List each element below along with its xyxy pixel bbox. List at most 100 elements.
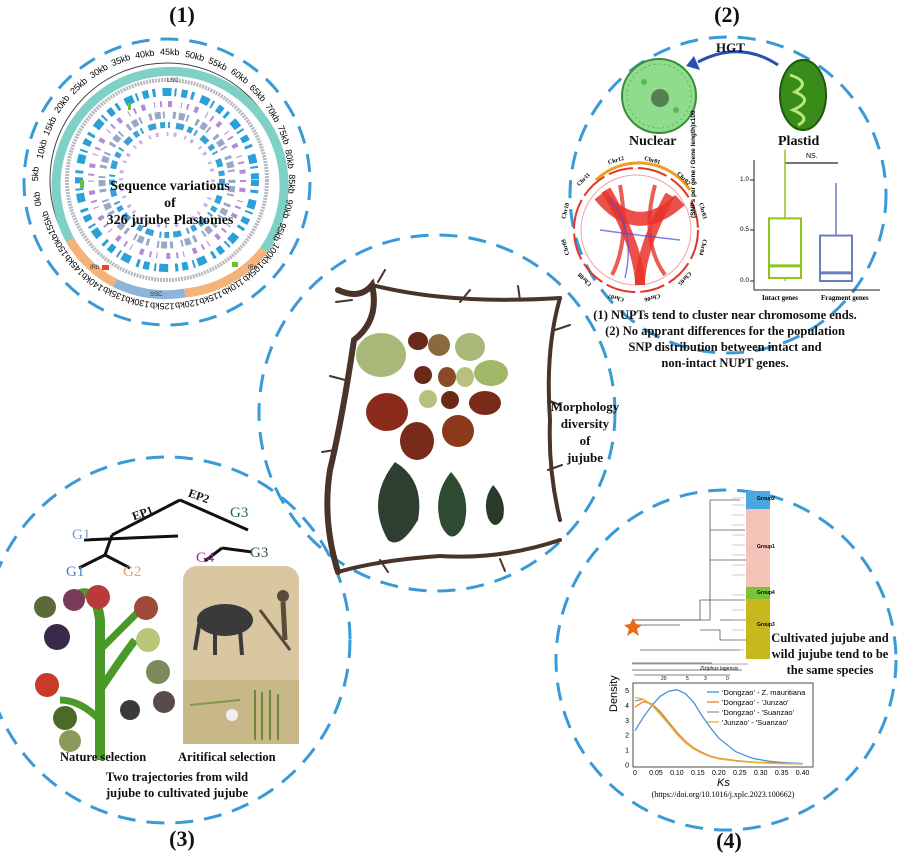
tree-axis-3: 3 — [704, 676, 707, 682]
panel3-number: (3) — [169, 826, 195, 851]
group2-label: Group2 — [757, 496, 775, 502]
density-xtick-4: 0.20 — [712, 770, 726, 777]
boxplot-ytick-0: 0.0 — [740, 277, 750, 284]
outgroup-label: Ziziphus lagensis — [700, 666, 739, 672]
ssc-segment — [113, 278, 186, 300]
g4-label: G4 — [196, 550, 215, 566]
group1-label: Group1 — [757, 544, 775, 550]
g1-label-bottom: G1 — [66, 564, 85, 580]
panel1-dashed-circle — [22, 37, 312, 327]
g3-label-bottom: G3 — [250, 545, 269, 561]
ira-label: IRa — [248, 265, 258, 271]
group3-label: Group3 — [757, 622, 775, 628]
thorny-branch-frame — [321, 269, 571, 575]
irb-label: IRb — [90, 265, 100, 271]
morphology-caption: Morphology diversity of jujube — [545, 398, 625, 466]
tree-label-ticks — [732, 497, 745, 651]
phylogeny-tree — [78, 498, 253, 570]
ring-tick-0: 45kb — [159, 46, 180, 58]
density-series-3 — [634, 696, 803, 765]
group4-label: Group4 — [757, 590, 775, 596]
ring-tick-8: 85kb — [286, 174, 298, 195]
artificial-selection-illustration — [183, 566, 299, 744]
g1-label-top: G1 — [72, 527, 91, 543]
ring-tick-23: 0kb — [30, 190, 43, 207]
density-xtick-1: 0.05 — [649, 770, 663, 777]
density-ytick-2: 2 — [625, 733, 629, 740]
group1-block — [746, 509, 770, 587]
species-conclusion-line2: wild jujube tend to be — [771, 647, 889, 661]
ira-segment — [184, 247, 268, 298]
boxplot-boxes — [768, 149, 853, 283]
hgt-label: HGT — [716, 40, 745, 55]
density-xtick-6: 0.30 — [754, 770, 768, 777]
group3-block — [746, 599, 770, 659]
g3-label-top: G3 — [230, 505, 249, 521]
legend-label-0: 'Dongzao' - Z. mauritiana — [722, 688, 806, 697]
nature-selection-label: Nature selection — [60, 750, 147, 764]
density-plot-frame — [632, 682, 814, 768]
plastome-map — [49, 62, 289, 300]
tree-axis-20: 20 — [661, 676, 667, 682]
plastid-icon — [779, 59, 827, 131]
panel1-number: (1) — [169, 2, 195, 27]
density-ytick-4: 4 — [625, 703, 629, 710]
irb-segment — [66, 237, 118, 287]
boxplot-cat-intact: Intact genes — [762, 294, 798, 302]
density-ytick-0: 0 — [625, 763, 629, 770]
jujube-fruits — [356, 332, 508, 460]
group4-block — [746, 587, 770, 599]
ring-tick-16: 125kb — [149, 300, 175, 312]
panel2-dashed-circle — [568, 35, 888, 355]
density-ytick-3: 3 — [625, 718, 629, 725]
nature-selection-illustration — [34, 585, 175, 760]
g2-label: G2 — [123, 564, 142, 580]
tree-axis-0: 0 — [726, 676, 729, 682]
intact-box — [768, 217, 802, 279]
panel4-number: (4) — [716, 828, 742, 853]
snp-boxplot — [750, 160, 880, 291]
hgt-arrowhead — [686, 56, 700, 70]
density-series-0 — [634, 689, 803, 765]
panel2-caption-line3: SNP distribution between intact and — [628, 340, 822, 354]
center-dashed-circle — [257, 233, 617, 593]
legend-label-3: 'Junzao' - 'Suanzao' — [722, 718, 789, 727]
species-conclusion-line1: Cultivated jujube and — [771, 631, 889, 645]
artificial-selection-label: Aritifical selection — [178, 750, 276, 764]
density-xtick-3: 0.15 — [691, 770, 705, 777]
density-xtick-5: 0.25 — [733, 770, 747, 777]
jujube-leaves — [378, 462, 504, 543]
morphology-line1: Morphology — [550, 399, 620, 414]
panel2-caption-line2: (2) No apprant differences for the popul… — [605, 324, 845, 338]
lsc-segment — [51, 66, 289, 253]
ssc-label: SSC — [150, 292, 163, 298]
density-lines — [634, 689, 803, 765]
group2-block — [746, 491, 770, 509]
panel2-caption-line4: non-intact NUPT genes. — [661, 356, 789, 370]
panel3-dashed-circle — [0, 455, 352, 825]
density-xtick-0: 0 — [633, 770, 637, 777]
root-star-icon — [624, 618, 642, 636]
circos-plot — [573, 161, 699, 293]
ring-tick-24: 5kb — [30, 166, 41, 182]
morphology-line3: of — [579, 433, 591, 448]
morphology-line4: jujube — [566, 450, 604, 465]
fragment-box — [819, 234, 853, 283]
panel2-number: (2) — [714, 2, 740, 27]
panel2-caption: (1) NUPTs tend to cluster near chromosom… — [575, 307, 875, 371]
boxplot-ytick-1: 0.5 — [740, 226, 750, 233]
plastome-center-title: Sequence variations of 326 jujube Plasto… — [106, 179, 234, 228]
nuclear-cell-icon — [621, 58, 697, 134]
legend-label-1: 'Dongzao' - 'Junzao' — [722, 698, 789, 707]
density-ylabel: Density — [608, 675, 620, 712]
lsc-label: LSC — [167, 78, 179, 84]
density-ytick-1: 1 — [625, 748, 629, 755]
boxplot-ytick-2: 1.0 — [740, 176, 750, 183]
species-conclusion: Cultivated jujube and wild jujube tend t… — [770, 630, 890, 678]
morphology-line2: diversity — [560, 416, 610, 431]
plastid-label: Plastid — [778, 134, 820, 149]
density-xtick-2: 0.10 — [670, 770, 684, 777]
hgt-arrow — [697, 50, 779, 67]
